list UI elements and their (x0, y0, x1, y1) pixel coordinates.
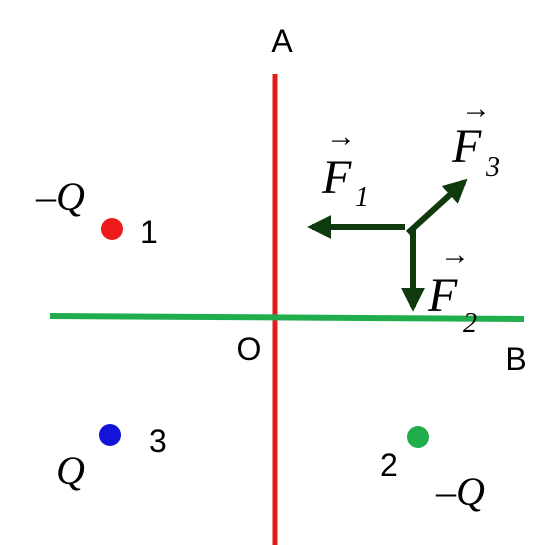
horizontal-axis-b (49, 313, 525, 322)
charge-1-dot (101, 218, 123, 240)
charge-3-number: 3 (149, 423, 167, 459)
charge-2-number: 2 (380, 447, 398, 483)
charge-3-dot (99, 424, 121, 446)
origin-label: O (237, 331, 262, 367)
force-arrow-f3 (405, 178, 468, 236)
force-f3-vector-arrow-icon: → (461, 92, 491, 125)
charge-2-dot (407, 426, 429, 448)
charge-2-value: –Q (435, 469, 485, 514)
force-f3-subscript: 3 (485, 152, 500, 183)
force-f1-subscript: 1 (355, 182, 369, 213)
force-label-f2: → F 2 (427, 238, 477, 339)
force-label-f1: → F 1 (321, 120, 369, 213)
force-f2-vector-arrow-icon: → (440, 238, 470, 271)
force-f1-vector-arrow-icon: → (326, 120, 356, 153)
force-f1-symbol: F (321, 151, 352, 204)
force-f2-symbol: F (427, 269, 458, 322)
charge-3-value: Q (56, 448, 85, 493)
charge-1-value: –Q (35, 174, 85, 219)
force-f2-subscript: 2 (463, 308, 477, 339)
force-label-f3: → F 3 (451, 92, 500, 183)
force-f3-symbol: F (451, 120, 482, 173)
axis-b-label: B (505, 341, 526, 377)
axis-a-label: A (271, 23, 293, 59)
charge-1-number: 1 (140, 214, 158, 250)
